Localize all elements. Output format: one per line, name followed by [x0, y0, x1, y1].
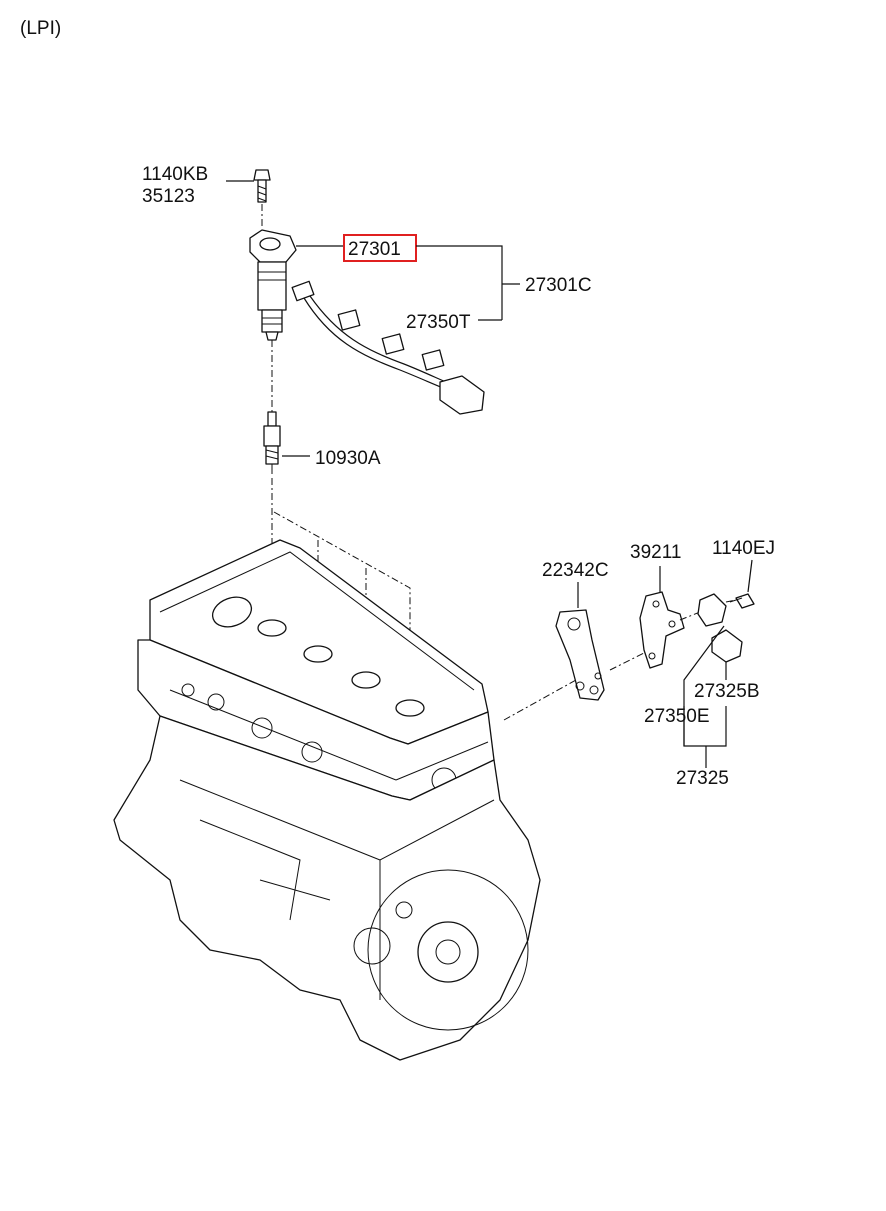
callout-27325b: 27325B — [694, 681, 760, 702]
variant-label: (LPI) — [20, 18, 62, 39]
callout-1140kb: 1140KB — [142, 164, 208, 185]
bolt-1140ej — [729, 593, 755, 609]
sensor-27350e — [697, 593, 727, 627]
bracket-22342c — [555, 609, 605, 701]
callout-27301c: 27301C — [525, 275, 592, 296]
wiring-harness — [291, 280, 485, 415]
callout-27350e: 27350E — [644, 706, 710, 727]
highlight-box — [343, 234, 417, 262]
bracket-39211 — [639, 591, 685, 669]
callout-35123: 35123 — [142, 186, 195, 207]
callout-27301: 27301 — [348, 239, 401, 260]
sensor-27325b — [711, 629, 743, 663]
coil-bolt — [253, 169, 271, 203]
spark-plug — [263, 411, 281, 474]
callout-10930a: 10930A — [315, 448, 381, 469]
callout-39211: 39211 — [630, 542, 681, 563]
engine-block — [113, 539, 541, 1061]
ignition-coil — [249, 229, 297, 341]
callout-22342c: 22342C — [542, 560, 609, 581]
callout-1140ej: 1140EJ — [712, 538, 775, 559]
callout-27325: 27325 — [676, 768, 729, 789]
callout-27350t: 27350T — [406, 312, 471, 333]
